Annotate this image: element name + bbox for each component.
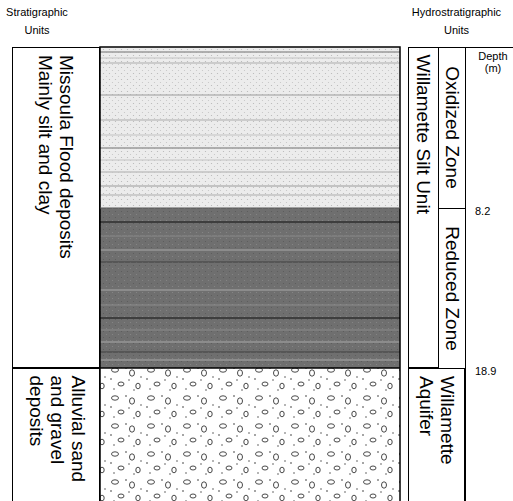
column-heading: Stratigraphic Units — [6, 6, 68, 36]
stratigraphic-unit: Missoula Flood depositsMainly silt and c… — [12, 47, 100, 368]
rotated-text-holder: Alluvial sand and gravel deposits — [13, 376, 98, 500]
zone-box: Reduced Zone — [438, 208, 466, 371]
rotated-text-holder: Willamette Aquifer — [409, 376, 463, 500]
unit-label: Mainly silt and clay — [35, 55, 56, 360]
zone-box: Oxidized Zone — [438, 47, 466, 210]
hydrostratigraphic-unit: Willamette Aquifer — [408, 368, 465, 501]
unit-label: Oxidized Zone — [441, 48, 462, 207]
depth-value: 18.9 — [475, 365, 496, 377]
unit-label: Willamette Aquifer — [415, 376, 457, 500]
label-holder: Hydrostratigraphic Units — [402, 2, 511, 38]
axis-title: Depth (m) — [476, 50, 510, 74]
depth-value: 8.2 — [475, 205, 490, 217]
depth-column: Depth (m) — [465, 47, 513, 501]
rotated-text-holder: Willamette Silt Unit — [409, 55, 435, 360]
label-holder: Stratigraphic Units — [2, 2, 72, 38]
stratigraphic-unit: Alluvial sand and gravel deposits — [12, 368, 100, 501]
hydrostratigraphic-unit: Willamette Silt Unit Oxidized ZoneReduced… — [408, 47, 465, 368]
rotated-text-holder: Oxidized Zone — [439, 48, 464, 207]
unit-label: Missoula Flood deposits — [56, 55, 77, 360]
rotated-text-holder: Missoula Flood depositsMainly silt and c… — [13, 55, 98, 360]
rotated-text-holder: Reduced Zone — [439, 209, 464, 368]
unit-label: Reduced Zone — [441, 209, 462, 368]
unit-label: Alluvial sand and gravel deposits — [24, 376, 87, 500]
label-holder: 8.2 — [475, 201, 509, 219]
label-holder: 18.9 — [475, 361, 509, 379]
unit-label: Willamette Silt Unit — [412, 55, 433, 360]
column-heading: Hydrostratigraphic Units — [412, 6, 501, 36]
